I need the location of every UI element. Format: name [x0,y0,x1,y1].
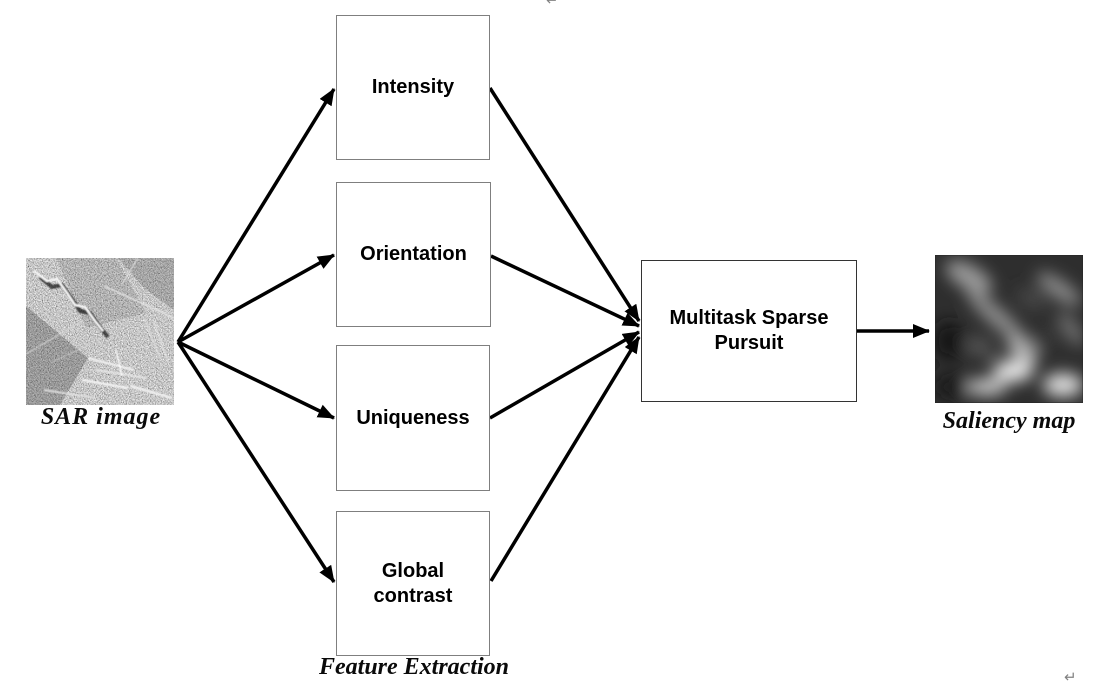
feature-box-intensity: Intensity [336,15,490,160]
arrow-sar-to-orientation [177,253,335,344]
process-box-label: Multitask Sparse Pursuit [669,307,829,354]
feature-box-uniqueness: Uniqueness [336,345,490,491]
feature-box-uniqueness-label: Uniqueness [356,406,470,429]
arrow-orientation-to-pursuit [490,254,640,328]
sar-image-thumbnail [26,258,174,405]
arrow-intensity-to-pursuit [488,87,641,322]
feature-box-global-contrast: Global contrast [336,511,490,656]
feature-box-orientation: Orientation [336,182,491,327]
arrow-sar-to-uniqueness [177,340,335,420]
feature-box-orientation-label: Orientation [360,243,467,265]
arrow-global-contrast-to-pursuit [489,336,641,582]
saliency-map-thumbnail [935,255,1083,403]
feature-box-intensity-label: Intensity [371,76,455,98]
process-box-multitask-sparse-pursuit: Multitask Sparse Pursuit [641,260,857,402]
feature-box-global-contrast-label: Global contrast [373,559,453,607]
sar-image-caption: SAR image [40,404,162,430]
arrow-sar-to-intensity [176,88,336,343]
saliency-map-caption: Saliency map [942,408,1076,434]
arrow-uniqueness-to-pursuit [489,330,640,420]
feature-extraction-caption: Feature Extraction [318,654,510,680]
arrow-sar-to-global-contrast [176,341,336,583]
linebreak-mark-bottom: ↵ [1064,669,1077,686]
linebreak-mark-top: ↵ [546,0,559,9]
